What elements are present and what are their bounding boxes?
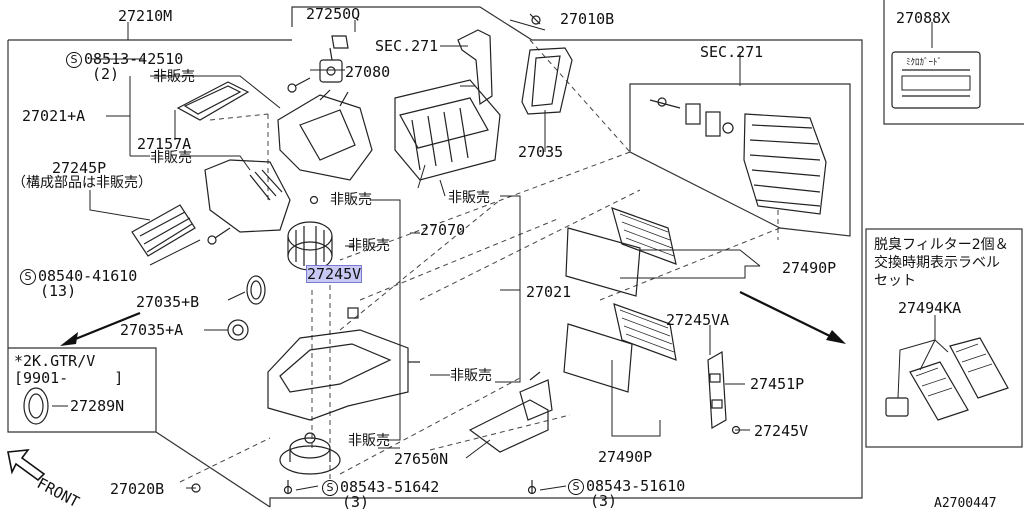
callout-08543-51610-number: 08543-51610 — [586, 477, 686, 495]
callout-27157a: 27157A — [137, 135, 192, 153]
deodor-note-line3: セット — [874, 273, 916, 289]
gtr-note-date: [9901-] — [14, 370, 123, 386]
diagram-id: A2700447 — [934, 496, 997, 511]
frame-deodor — [865, 228, 1023, 448]
screw-icon — [529, 13, 541, 25]
part-deodor-filter-27494ka — [885, 337, 1009, 421]
part-seal-27035 — [521, 47, 573, 115]
standard-part-icon: S — [20, 269, 36, 285]
label-sticker-27088x — [891, 51, 981, 109]
callout-27210m: 27210M — [118, 7, 173, 25]
gtr-note-model: *2K.GTR/V — [14, 352, 96, 370]
callout-not-sold-1: 非販売 — [153, 69, 195, 85]
front-arrow-icon — [7, 449, 46, 482]
callout-27245p: 27245P — [52, 159, 107, 177]
part-intake-housing — [277, 89, 373, 181]
callout-27035: 27035 — [518, 143, 564, 161]
screw-icon — [283, 480, 293, 495]
callout-08513-number: 08513-42510 — [84, 50, 184, 68]
part-actuator-27080 — [319, 35, 349, 83]
callout-27035-b: 27035+B — [136, 293, 200, 311]
callout-27451p: 27451P — [750, 375, 805, 393]
part-seal-27035a — [227, 319, 249, 341]
main-frame — [269, 6, 863, 507]
standard-part-icon: S — [322, 480, 338, 496]
part-gasket-27157a — [176, 81, 250, 121]
callout-not-sold-3: 非販売 — [448, 190, 490, 206]
callout-27245v-highlighted[interactable]: 27245V — [305, 265, 363, 283]
callout-08540-number: 08540-41610 — [38, 267, 138, 285]
part-evaporator-sec271 — [629, 83, 851, 237]
callout-27289n: 27289N — [70, 397, 125, 415]
callout-27080: 27080 — [345, 63, 391, 81]
frame-gtr — [8, 347, 157, 432]
part-case-27035 — [394, 79, 501, 181]
part-seal-27035b — [246, 275, 266, 305]
screw-icon — [191, 483, 201, 493]
callout-not-sold-2: 非販売 — [150, 150, 192, 166]
callout-27245v: 27245V — [754, 422, 809, 440]
callout-27010b: 27010B — [560, 10, 615, 28]
part-blower-fan-27070 — [287, 221, 333, 271]
callout-27035-a: 27035+A — [120, 321, 184, 339]
screw-icon — [309, 195, 319, 205]
standard-part-icon: S — [66, 52, 82, 68]
screw-icon — [731, 425, 741, 435]
callout-sec271-top: SEC.271 — [375, 37, 439, 55]
callout-27070: 27070 — [420, 221, 466, 239]
callout-08513-qty: (2) — [92, 65, 120, 83]
callout-27490p-top: 27490P — [782, 259, 837, 277]
callout-27245p-note: （構成部品は非販売） — [12, 175, 152, 191]
part-seal-27289n — [23, 387, 49, 425]
callout-08543-51642-qty: (3) — [342, 493, 370, 511]
callout-27650n: 27650N — [394, 450, 449, 468]
callout-27250q: 27250Q — [306, 5, 361, 23]
part-bracket-27451p — [707, 350, 727, 430]
callout-27021: 27021 — [526, 283, 572, 301]
part-blower-case — [267, 307, 420, 421]
callout-sec271-right: SEC.271 — [700, 43, 764, 61]
part-bracket-sec271 — [457, 29, 493, 106]
frame-27088x — [883, 0, 1024, 125]
callout-27494ka: 27494KA — [898, 299, 962, 317]
callout-27245va: 27245VA — [666, 311, 730, 329]
callout-not-sold-6: 非販売 — [450, 368, 492, 384]
gtr-note-date-end: ] — [114, 369, 124, 387]
callout-27020b: 27020B — [110, 480, 165, 498]
callout-not-sold-7: 非販売 — [348, 433, 390, 449]
screw-icon — [207, 227, 231, 245]
callout-08540-qty: (13) — [40, 282, 77, 300]
standard-part-icon: S — [568, 479, 584, 495]
screw-icon — [527, 480, 537, 495]
part-duct-27650n — [468, 371, 553, 453]
part-blower-motor — [279, 432, 341, 475]
screw-icon — [287, 77, 311, 93]
part-filter-27490p — [563, 207, 677, 393]
callout-08543-51610-qty: (3) — [590, 492, 618, 510]
part-filter-27245p — [131, 204, 196, 257]
callout-not-sold-5: 非販売 — [348, 238, 390, 254]
deodor-note-line2: 交換時期表示ラベル — [874, 255, 1000, 271]
gtr-note-date-start: [9901- — [14, 369, 69, 387]
deodor-note-line1: 脱臭フィルター2個＆ — [874, 237, 1009, 253]
callout-08543-51642-number: 08543-51642 — [340, 478, 440, 496]
callout-27490p-bottom: 27490P — [598, 448, 653, 466]
part-intake-lower — [204, 159, 291, 233]
callout-27088x: 27088X — [896, 9, 951, 27]
sticker-text: ﾐｸﾛｶﾞｰﾄﾞ — [906, 58, 943, 68]
callout-not-sold-4: 非販売 — [330, 192, 372, 208]
callout-27021-a: 27021+A — [22, 107, 86, 125]
